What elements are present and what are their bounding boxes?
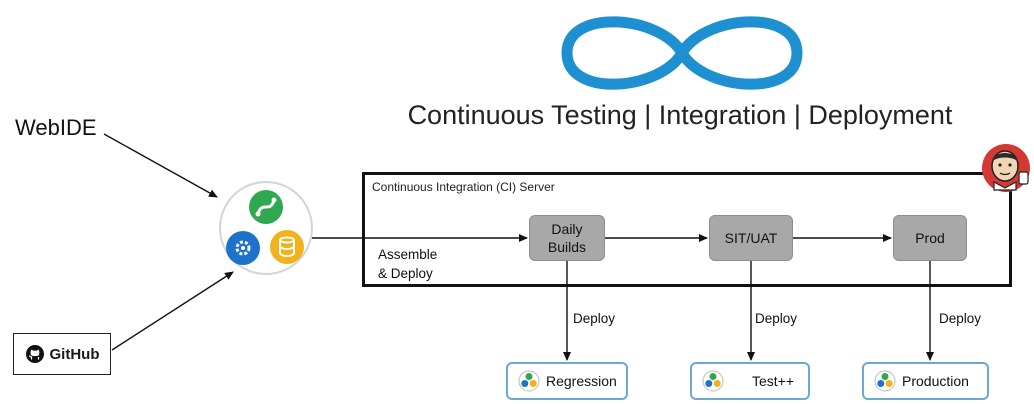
environment-icon <box>702 370 724 392</box>
github-octocat-icon <box>25 345 44 363</box>
env-regression-label: Regression <box>546 373 617 389</box>
env-production-label: Production <box>902 373 969 389</box>
assemble-line-2: & Deploy <box>378 266 433 281</box>
webide-arrow <box>103 133 218 198</box>
github-arrow <box>111 271 234 351</box>
stage-sit-uat-label: SIT/UAT <box>724 230 778 246</box>
jenkins-butler-icon <box>982 144 1030 192</box>
github-label: GitHub <box>49 345 100 363</box>
env-test-label: Test++ <box>752 373 795 389</box>
deploy-label-regression: Deploy <box>573 311 616 326</box>
assemble-line-1: Assemble <box>378 247 438 262</box>
stage-sit-uat: SIT/UAT <box>709 215 793 261</box>
stage-daily-builds-label: Daily Builds <box>547 221 587 255</box>
ci-server-frame <box>362 172 1012 287</box>
deploy-label-test: Deploy <box>755 311 798 326</box>
assemble-deploy-label: Assemble & Deploy <box>378 245 437 283</box>
infinity-icon <box>561 16 803 90</box>
env-regression: Regression <box>506 362 628 400</box>
github-badge: GitHub <box>13 333 111 375</box>
env-test: Test++ <box>690 362 810 400</box>
stage-prod-label: Prod <box>915 230 945 246</box>
ci-server-label: Continuous Integration (CI) Server <box>372 180 555 194</box>
environment-icon <box>874 370 896 392</box>
webide-label: WebIDE <box>15 115 97 140</box>
environment-icon <box>518 370 540 392</box>
deploy-label-production: Deploy <box>939 311 982 326</box>
stage-prod: Prod <box>893 215 967 261</box>
page-title: Continuous Testing | Integration | Deplo… <box>407 100 953 130</box>
hub-icon <box>219 181 313 275</box>
stage-daily-builds: Daily Builds <box>529 215 605 261</box>
env-production: Production <box>862 362 989 400</box>
